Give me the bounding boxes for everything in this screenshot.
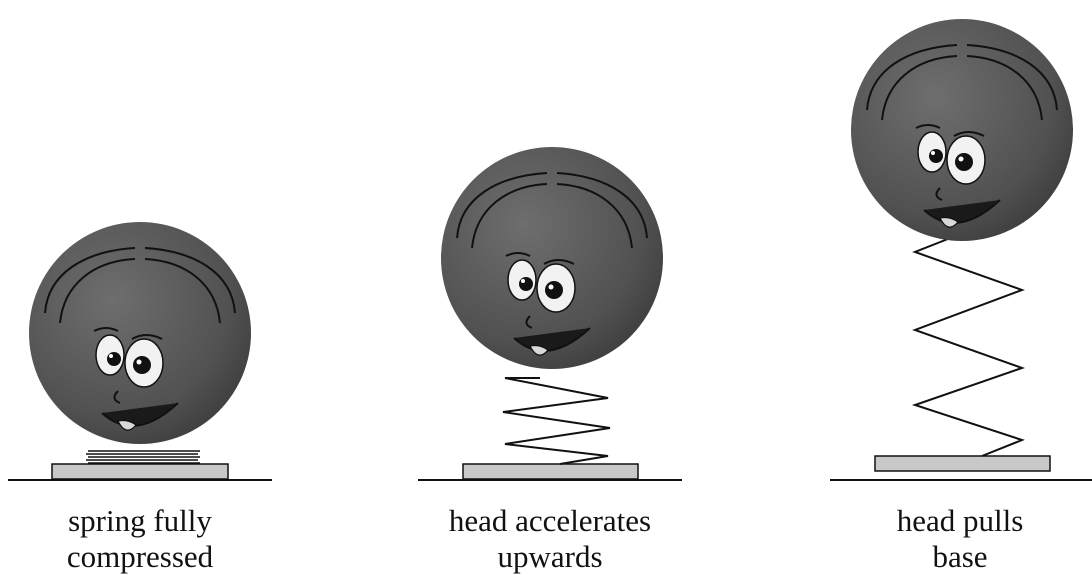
fully-extended-spring bbox=[915, 235, 1022, 456]
toy-base bbox=[52, 464, 228, 479]
caption-line: spring fully bbox=[10, 503, 270, 539]
caption-line: base bbox=[830, 539, 1090, 575]
caption-compressed: spring fully compressed bbox=[10, 503, 270, 575]
partially-extended-spring bbox=[503, 378, 610, 464]
caption-line: head pulls bbox=[830, 503, 1090, 539]
caption-extended: head pulls base bbox=[830, 503, 1090, 575]
toy-head bbox=[29, 222, 251, 444]
caption-line: head accelerates bbox=[420, 503, 680, 539]
caption-line: upwards bbox=[420, 539, 680, 575]
panel-accelerating bbox=[418, 147, 682, 480]
toy-head bbox=[441, 147, 663, 369]
compressed-spring bbox=[86, 451, 200, 463]
toy-head bbox=[851, 19, 1073, 241]
toy-base bbox=[875, 456, 1050, 471]
caption-accelerating: head accelerates upwards bbox=[420, 503, 680, 575]
panel-compressed bbox=[8, 222, 272, 480]
toy-base bbox=[463, 464, 638, 479]
caption-line: compressed bbox=[10, 539, 270, 575]
panel-extended bbox=[830, 19, 1092, 480]
